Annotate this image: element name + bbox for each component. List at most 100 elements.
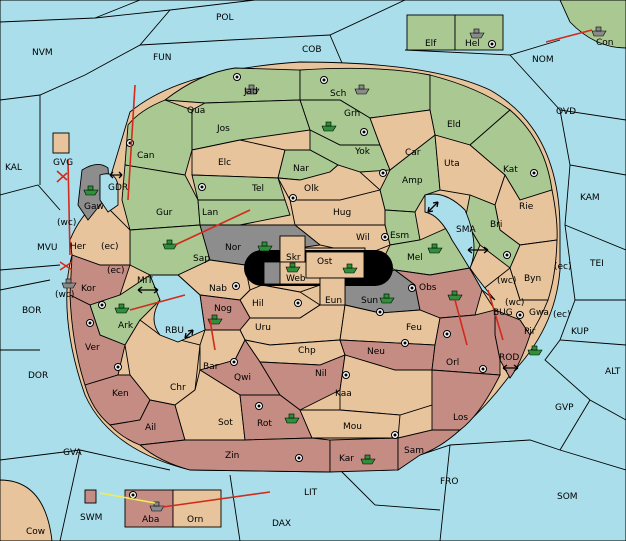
territory-ver[interactable] (69, 294, 126, 386)
fleet-icon[interactable] (379, 293, 395, 304)
label-chr: Chr (170, 383, 186, 393)
fleet-icon[interactable] (527, 345, 543, 356)
supply-center-sch (320, 76, 328, 84)
label-ver: Ver (85, 343, 100, 353)
label-hel: Hel (465, 39, 480, 49)
label-sot: Sot (218, 418, 233, 428)
territory-car[interactable] (369, 109, 436, 171)
fleet-icon[interactable] (321, 121, 337, 132)
label-cow: Cow (26, 527, 45, 537)
supply-center-hel (488, 40, 496, 48)
territory-orn[interactable] (172, 489, 222, 528)
fleet-icon[interactable] (162, 239, 178, 250)
label-pol: POL (216, 13, 234, 23)
label-nar: Nar (293, 164, 309, 174)
supply-center-bri (503, 251, 511, 259)
label-mou: Mou (343, 422, 362, 432)
label-zin: Zin (225, 451, 239, 461)
supply-center-yok (379, 169, 387, 177)
label-dax: DAX (272, 519, 291, 529)
sea-labels: POL NVM FUN COB NOM OVD KAL KAM MVU TEI … (5, 13, 621, 529)
label-alt: ALT (605, 367, 621, 377)
label-nvm: NVM (32, 48, 53, 58)
label-rod: ROD (499, 353, 519, 363)
label-chp: Chp (298, 346, 316, 356)
label-rot: Rot (257, 419, 272, 429)
fleet-icon[interactable] (591, 26, 607, 37)
label-nog: Nog (214, 304, 232, 314)
label-elc: Elc (218, 158, 231, 168)
fleet-icon[interactable] (83, 185, 99, 196)
units (61, 26, 607, 512)
label-qwi: Qwi (234, 373, 251, 383)
label-gvp: GVP (555, 403, 574, 413)
supply-center-mou (391, 431, 399, 439)
territory-sam[interactable] (397, 429, 462, 471)
label-olk: Olk (304, 184, 320, 194)
label-rie: Rie (519, 202, 534, 212)
label-amp: Amp (402, 176, 423, 186)
center-ost-cover (305, 251, 365, 279)
fleet-icon[interactable] (244, 84, 260, 95)
supply-center-swm (129, 491, 137, 499)
label-sap: Sap (193, 254, 210, 264)
fleet-icon[interactable] (469, 28, 485, 39)
fleet-icon[interactable] (285, 262, 301, 273)
label-tel: Tel (251, 184, 264, 194)
label-tei: TEI (589, 259, 604, 269)
label-ost: Ost (317, 257, 333, 267)
sea-gaw-channel (99, 173, 119, 213)
fleet-icon[interactable] (427, 243, 443, 254)
fleet-icon[interactable] (149, 501, 165, 512)
label-uta: Uta (444, 159, 460, 169)
label-orl: Orl (446, 358, 459, 368)
label-kar: Kar (339, 454, 354, 464)
fleet-icon[interactable] (354, 84, 370, 95)
territory-gvg[interactable] (52, 132, 70, 154)
label-byn: Byn (524, 274, 541, 284)
fleet-icon[interactable] (360, 454, 376, 465)
territory-ail[interactable] (109, 399, 186, 446)
label-ark: Ark (118, 321, 134, 331)
territory-swm[interactable] (84, 489, 97, 504)
label-gur: Gur (156, 208, 173, 218)
label-yok: Yok (354, 147, 371, 157)
territory-kaa[interactable] (339, 354, 433, 416)
fleet-icon[interactable] (257, 241, 273, 252)
supply-center-can (126, 139, 134, 147)
supply-center-zin (295, 454, 303, 462)
fleet-icon[interactable] (61, 278, 77, 289)
territory-ken[interactable] (84, 374, 151, 426)
territory-zin[interactable] (138, 437, 331, 473)
label-gaw: Gaw (84, 202, 104, 212)
coast-label-bri-wc: (wc) (497, 276, 516, 286)
label-gva: GVA (63, 448, 83, 458)
fleet-icon[interactable] (207, 314, 223, 325)
coast-label-gwa-ec: (ec) (553, 310, 571, 320)
land-labels: Elf Hel Con Jad Sch Qua Jos Grh Eld Can … (26, 38, 614, 537)
label-feu: Feu (406, 323, 422, 333)
label-hil: Hil (252, 299, 264, 309)
coast-label-her-wc: (wc) (57, 218, 76, 228)
label-mvu: MVU (37, 243, 58, 253)
label-bug: BUG (493, 308, 513, 318)
supply-center-grh (360, 128, 368, 136)
label-eld: Eld (447, 120, 461, 130)
fleet-icon[interactable] (342, 263, 358, 274)
fleet-icon[interactable] (284, 413, 300, 424)
supply-center-neu (401, 339, 409, 347)
fleet-icon[interactable] (114, 303, 130, 314)
label-bar: Bar (203, 362, 219, 372)
sea-sma-lake (424, 193, 496, 301)
supply-center-pir (516, 311, 524, 319)
coast-label-her-ec: (ec) (101, 242, 119, 252)
label-qua: Qua (187, 106, 205, 116)
territory-mou[interactable] (299, 409, 401, 439)
label-som: SOM (557, 492, 578, 502)
label-dor: DOR (28, 371, 48, 381)
supply-center-ver (86, 319, 94, 327)
label-mit: MIT (137, 276, 153, 286)
fleet-icon[interactable] (447, 290, 463, 301)
coast-label-kor-ec: (ec) (107, 266, 125, 276)
